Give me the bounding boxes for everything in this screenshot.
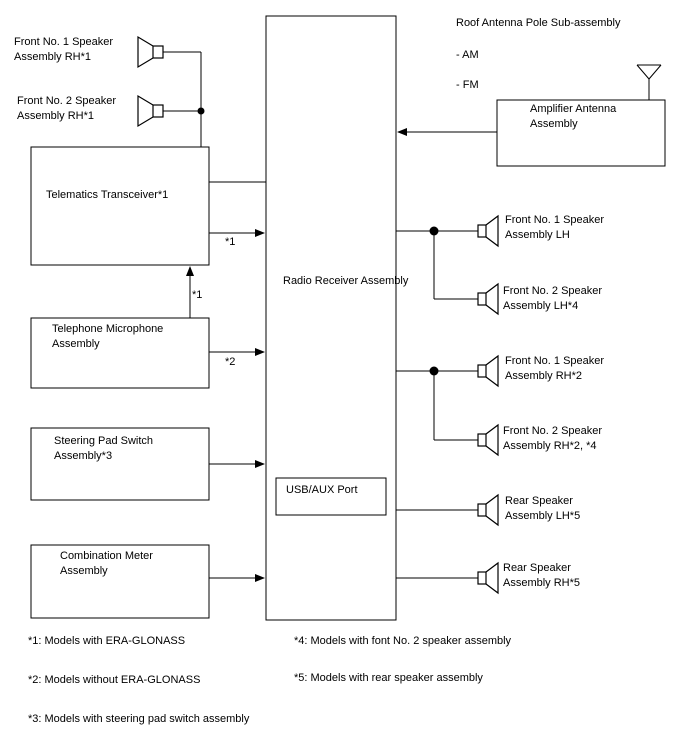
footnote: *4: Models with font No. 2 speaker assem… — [294, 635, 512, 647]
speaker-label: Front No. 2 Speaker Assembly RH*2, *4 — [503, 425, 603, 452]
usb-aux-box — [275, 477, 387, 516]
fm-label: - FM — [456, 79, 479, 91]
speaker-icon — [477, 423, 499, 457]
am-label: - AM — [456, 49, 479, 61]
junction-dot — [197, 107, 205, 115]
speaker-label: Front No. 1 Speaker Assembly RH*1 — [14, 36, 114, 63]
combination-meter-box — [30, 544, 210, 619]
radio-receiver-label: Radio Receiver Assembly — [283, 275, 409, 287]
speaker-icon — [137, 94, 164, 128]
footnote: *5: Models with rear speaker assembly — [294, 672, 483, 684]
radio-receiver-box — [265, 15, 397, 621]
telematics-label: Telematics Transceiver*1 — [46, 189, 169, 201]
roof-antenna-label: Roof Antenna Pole Sub-assembly — [456, 17, 621, 29]
marker-label: *2 — [225, 356, 236, 368]
junction-dot — [429, 226, 439, 236]
telephone-mic-box — [30, 317, 210, 389]
junction-dot — [429, 366, 439, 376]
speaker-label: Front No. 2 Speaker Assembly LH*4 — [503, 285, 603, 312]
footnote: *3: Models with steering pad switch asse… — [28, 713, 250, 725]
speaker-icon — [477, 354, 499, 388]
marker-label: *1 — [192, 289, 203, 301]
speaker-label: Front No. 1 Speaker Assembly RH*2 — [505, 355, 605, 382]
speaker-icon — [477, 561, 499, 595]
steering-pad-label: Steering Pad Switch Assembly*3 — [54, 435, 154, 462]
telematics-box — [30, 146, 210, 266]
amplifier-antenna-box — [496, 99, 666, 167]
speaker-icon — [477, 493, 499, 527]
footnote: *1: Models with ERA-GLONASS — [28, 635, 186, 647]
usb-aux-label: USB/AUX Port — [286, 484, 358, 496]
speaker-label: Front No. 1 Speaker Assembly LH — [505, 214, 605, 241]
speaker-icon — [477, 282, 499, 316]
telephone-mic-label: Telephone Microphone Assembly — [52, 323, 164, 350]
speaker-label: Rear Speaker Assembly RH*5 — [503, 562, 581, 589]
combination-meter-label: Combination Meter Assembly — [60, 550, 153, 577]
antenna-icon — [636, 64, 662, 100]
speaker-label: Front No. 2 Speaker Assembly RH*1 — [17, 95, 117, 122]
speaker-icon — [477, 214, 499, 248]
footnote: *2: Models without ERA-GLONASS — [28, 674, 201, 686]
amplifier-antenna-label: Amplifier Antenna Assembly — [530, 103, 617, 130]
speaker-icon — [137, 35, 164, 69]
speaker-label: Rear Speaker Assembly LH*5 — [505, 495, 581, 522]
marker-label: *1 — [225, 236, 236, 248]
